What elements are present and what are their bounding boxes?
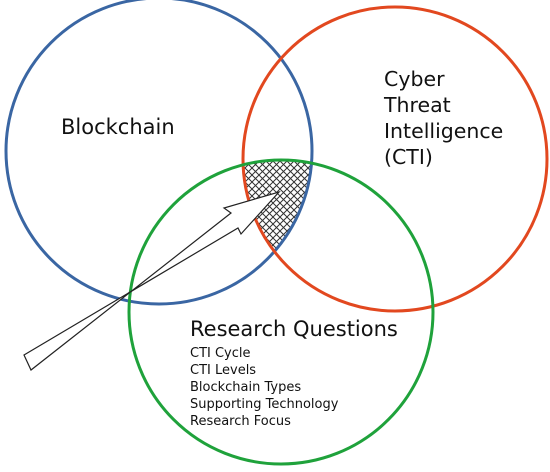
cti-label-line: Cyber [384, 67, 445, 91]
list-item: Research Focus [190, 414, 291, 429]
list-item: Blockchain Types [190, 380, 302, 395]
cti-label: Cyber Threat Intelligence (CTI) [384, 66, 503, 170]
cti-label-line: (CTI) [384, 145, 433, 169]
research-questions-title: Research Questions [190, 317, 398, 341]
research-questions-list: CTI Cycle CTI Levels Blockchain Types Su… [190, 345, 338, 430]
cti-label-line: Threat [384, 93, 451, 117]
cti-circle [241, 5, 549, 313]
list-item: CTI Levels [190, 363, 257, 378]
list-item: CTI Cycle [190, 346, 251, 361]
cti-label-line: Intelligence [384, 119, 504, 143]
research-questions-circle [127, 158, 435, 466]
blockchain-circle [4, 0, 314, 306]
blockchain-label: Blockchain [61, 115, 175, 139]
arrow-icon [23, 190, 281, 371]
list-item: Supporting Technology [190, 397, 339, 412]
